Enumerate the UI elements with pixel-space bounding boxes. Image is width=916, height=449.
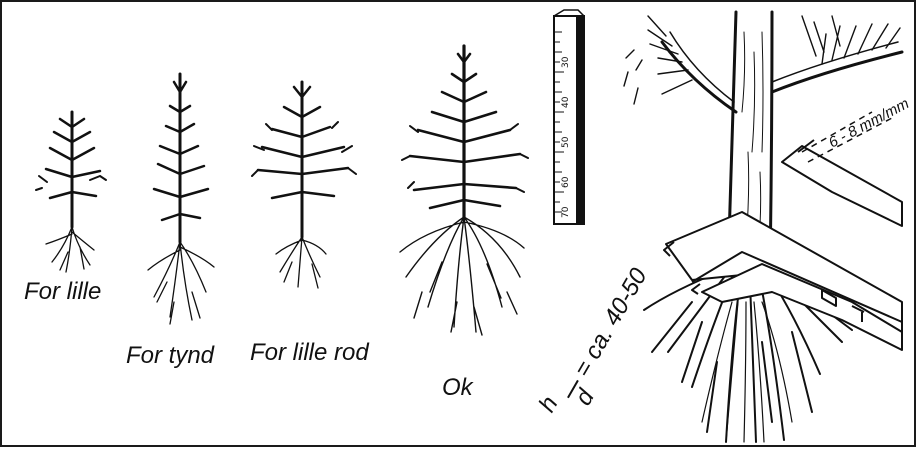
ruler-tick-label: 30 xyxy=(561,56,571,68)
ratio-h: h xyxy=(534,392,564,417)
height-diameter-ratio: h d = ca. 40-50 xyxy=(534,257,666,431)
ratio-value: = ca. 40-50 xyxy=(569,263,653,382)
measuring-ruler: 30 40 50 60 70 xyxy=(554,10,584,224)
ruler-tick-label: 70 xyxy=(561,206,571,218)
label-for-lille: For lille xyxy=(24,278,101,305)
label-for-lille-rod: For lille rod xyxy=(250,339,369,366)
ratio-d: d xyxy=(570,384,600,410)
seedling-ok xyxy=(400,46,528,335)
caliper-tool xyxy=(664,140,902,350)
label-ok: Ok xyxy=(442,374,475,401)
seedling-too-small xyxy=(36,112,106,272)
label-for-tynd: For tynd xyxy=(126,342,215,369)
ruler-tick-label: 40 xyxy=(561,96,571,108)
ruler-tick-label: 60 xyxy=(561,176,571,188)
caliper-reading: 6 - 8 mm/mm xyxy=(802,95,912,162)
caliper-reading-text: 6 - 8 mm/mm xyxy=(826,95,912,151)
seedling-too-thin xyxy=(148,74,214,324)
ruler-tick-label: 50 xyxy=(561,136,571,148)
seedling-small-root xyxy=(252,82,356,288)
